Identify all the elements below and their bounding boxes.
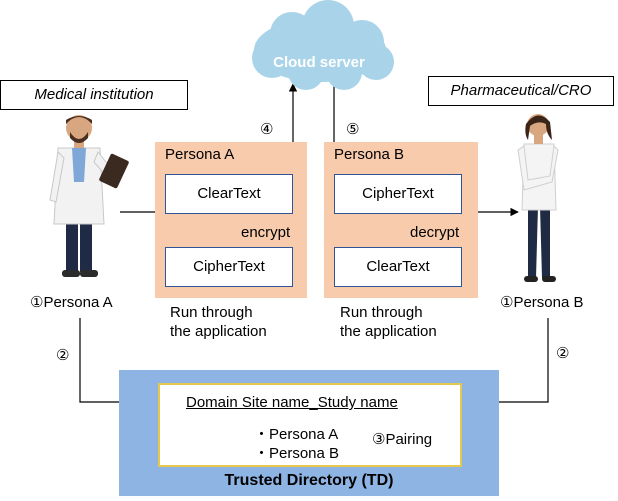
step-download-number: ⑤	[346, 121, 360, 138]
td-domain-label: Domain Site name_Study name	[186, 394, 398, 411]
persona-a-panel: Persona A ClearText encrypt CipherText	[155, 142, 307, 298]
step-right-register-number: ②	[556, 345, 570, 362]
persona-b-run-line1: Run through	[340, 304, 423, 321]
persona-a-run-line2: the application	[170, 323, 267, 340]
persona-b-cleartext-box: ClearText	[334, 247, 462, 287]
pharmaceutical-cro-label: Pharmaceutical/CRO	[428, 76, 614, 106]
persona-a-panel-title: Persona A	[165, 146, 235, 163]
persona-b-run-line2: the application	[340, 323, 437, 340]
trusted-directory-inner-box	[158, 383, 462, 467]
cloud-icon	[252, 0, 394, 90]
persona-b-name: ①Persona B	[500, 293, 584, 311]
businesswoman-icon	[517, 114, 559, 282]
persona-b-panel-title: Persona B	[334, 146, 405, 163]
doctor-icon	[49, 115, 129, 277]
persona-b-panel: Persona B CipherText decrypt ClearText	[324, 142, 478, 298]
persona-a-cleartext-box: ClearText	[165, 174, 293, 214]
step-left-register-number: ②	[56, 347, 70, 364]
medical-institution-label: Medical institution	[0, 80, 188, 110]
decrypt-label: decrypt	[410, 224, 460, 241]
cloud-server-label: Cloud server	[273, 54, 365, 71]
td-persona-a-item: ・Persona A	[254, 426, 339, 443]
trusted-directory-title: Trusted Directory (TD)	[224, 472, 394, 489]
step-upload-number: ④	[260, 121, 274, 138]
td-pairing-label: ③Pairing	[372, 431, 433, 448]
td-persona-b-item: ・Persona B	[254, 445, 340, 462]
persona-a-name: ①Persona A	[30, 293, 113, 311]
encrypt-label: encrypt	[241, 224, 291, 241]
persona-b-ciphertext-box: CipherText	[334, 174, 462, 214]
persona-a-run-line1: Run through	[170, 304, 253, 321]
persona-a-ciphertext-box: CipherText	[165, 247, 293, 287]
